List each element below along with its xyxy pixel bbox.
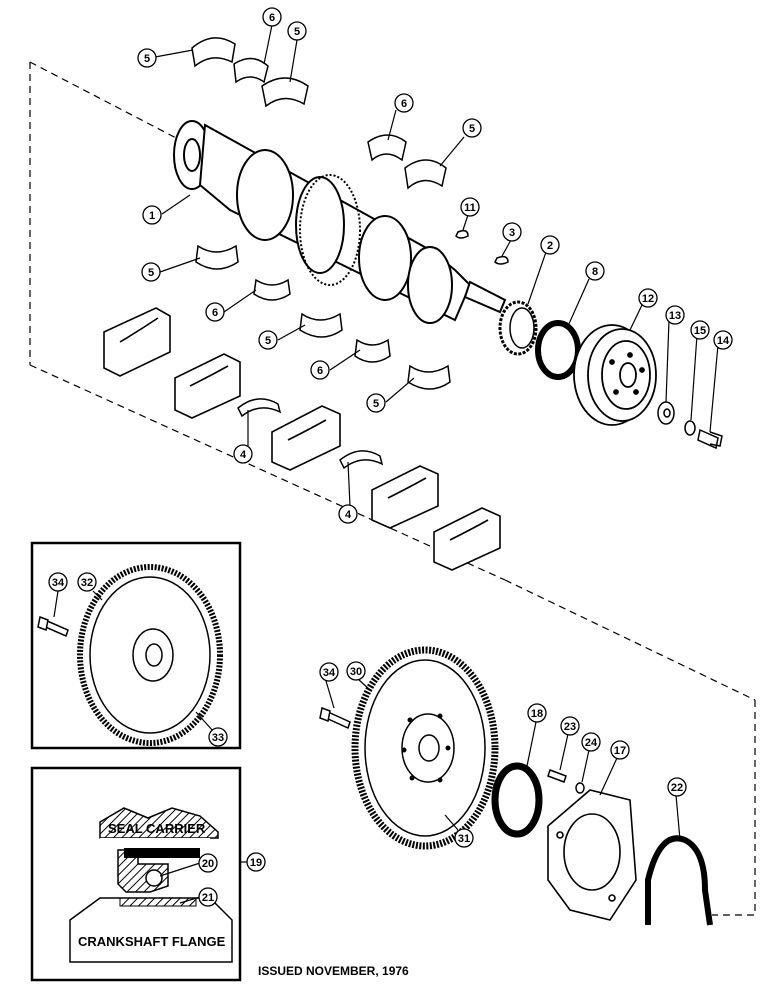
dashed-assembly-boundary [29, 61, 756, 916]
callout-5: 5 [265, 335, 271, 347]
callout-34: 34 [52, 577, 65, 589]
callout-13: 13 [669, 310, 681, 322]
crankshaft-gear [498, 300, 538, 356]
callout-2: 2 [547, 240, 553, 252]
callout-15: 15 [694, 325, 706, 337]
callout-30: 30 [350, 666, 362, 678]
crankshaft-pulley [573, 324, 657, 426]
callout-33: 33 [212, 732, 224, 744]
front-oil-seal [535, 320, 581, 380]
rear-oil-seal [491, 762, 543, 838]
callout-1: 1 [149, 210, 155, 222]
callout-31: 31 [458, 833, 470, 845]
woodruff-key [455, 229, 509, 265]
callout-21: 21 [202, 892, 214, 904]
callout-19: 19 [250, 857, 262, 869]
flywheel [351, 646, 499, 850]
issue-date-caption: ISSUED NOVEMBER, 1976 [258, 964, 409, 978]
flywheel-bolt [37, 615, 69, 638]
pulley-washer [657, 401, 675, 425]
callout-5: 5 [294, 26, 300, 38]
callout-4: 4 [345, 509, 352, 521]
callout-22: 22 [671, 782, 683, 794]
callouts [48, 7, 733, 907]
flywheel-alternate [77, 564, 223, 746]
callout-6: 6 [269, 12, 275, 24]
seal-carrier-washer [575, 782, 585, 794]
leader-lines [53, 590, 214, 732]
crankshaft-flange-section [69, 897, 233, 963]
callout-5: 5 [469, 123, 475, 135]
callout-8: 8 [592, 266, 598, 278]
callout-3: 3 [509, 227, 515, 239]
crankshaft [173, 120, 507, 324]
callout-14: 14 [717, 335, 730, 347]
pulley-bolt [697, 428, 723, 450]
callout-labels: 5 6 5 6 5 1 11 3 2 8 12 13 15 14 5 6 5 6… [52, 12, 730, 904]
seal-carrier-section [99, 807, 219, 858]
flywheel-bolt [319, 706, 351, 730]
callout-34: 34 [323, 667, 336, 679]
callout-4: 4 [240, 449, 247, 461]
seal-carrier-label: SEAL CARRIER [108, 821, 206, 836]
callout-20: 20 [202, 858, 214, 870]
callout-6: 6 [401, 98, 407, 110]
callout-32: 32 [81, 577, 93, 589]
callout-23: 23 [564, 721, 576, 733]
callout-17: 17 [614, 745, 626, 757]
seal-carrier-bolt [547, 769, 567, 783]
callout-5: 5 [144, 53, 150, 65]
callout-5: 5 [148, 267, 154, 279]
leader-lines [154, 24, 719, 507]
bearing-shell [191, 37, 447, 190]
bearing-shell [195, 244, 451, 390]
main-bearing-cap [103, 307, 501, 571]
callout-6: 6 [317, 365, 323, 377]
callout-18: 18 [531, 708, 543, 720]
rear-oil-seal-section [117, 849, 169, 893]
callout-12: 12 [642, 293, 654, 305]
callout-24: 24 [585, 737, 598, 749]
callout-6: 6 [212, 307, 218, 319]
crankshaft-flange-label: CRANKSHAFT FLANGE [78, 934, 226, 949]
callout-5: 5 [373, 398, 379, 410]
leader-lines [325, 678, 681, 841]
callout-11: 11 [464, 202, 476, 214]
seal-carrier [547, 789, 637, 921]
rear-gasket [645, 835, 713, 926]
lock-washer [684, 420, 696, 436]
